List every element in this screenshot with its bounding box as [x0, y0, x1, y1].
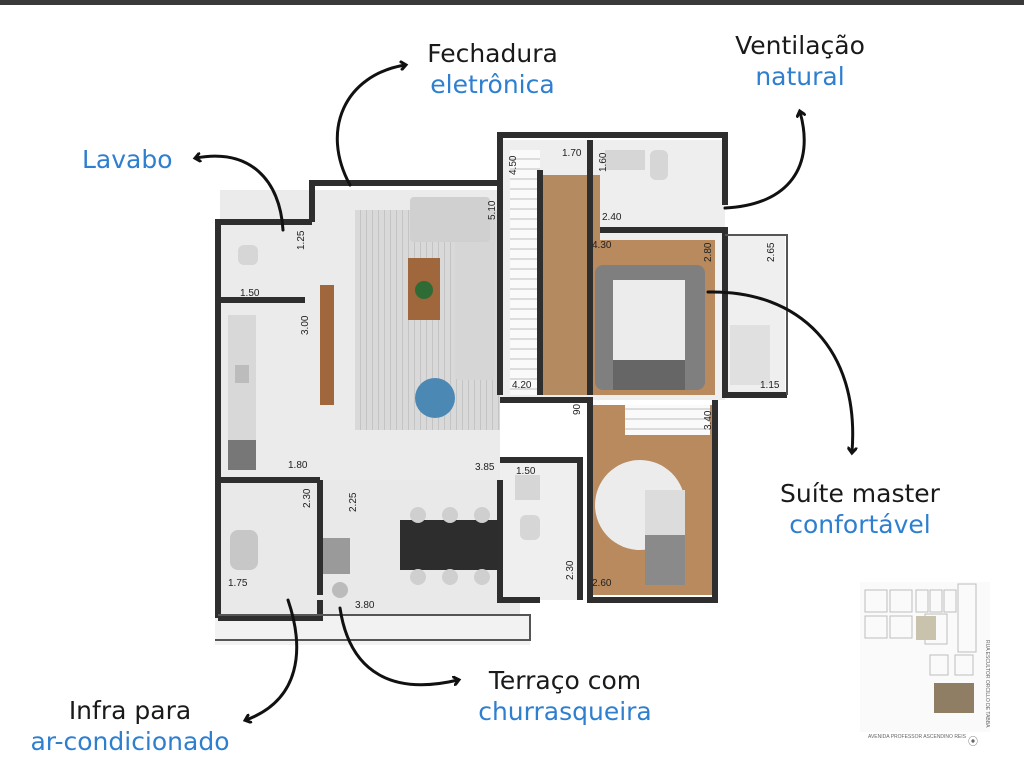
walls: [215, 132, 787, 621]
furniture: [228, 150, 770, 598]
site-street-right: RUA ESCULTOR ORCILLO DE TABBA: [984, 640, 990, 728]
callout-suite-line2: confortável: [789, 510, 931, 539]
arrow-infra: [246, 598, 299, 720]
dim-label: 4.30: [592, 240, 612, 251]
dim-label: 2.80: [703, 242, 714, 262]
dim-label: 3.85: [475, 462, 495, 473]
callout-ventilacao-line1: Ventilação: [735, 31, 865, 60]
dim-label: 1.75: [228, 578, 248, 589]
callout-terraco-line1: Terraço com: [488, 666, 642, 695]
callout-lavabo: Lavabo: [82, 144, 173, 175]
callout-ventilacao-line2: natural: [755, 62, 845, 91]
arrow-suite: [706, 290, 853, 452]
callout-infra: Infra para ar-condicionado: [15, 695, 245, 757]
dim-label: 2.60: [592, 578, 612, 589]
dim-label: 1.50: [516, 466, 536, 477]
dim-label: 4.20: [512, 380, 532, 391]
dim-label: 3.40: [703, 410, 714, 430]
arrow-terraco: [338, 606, 458, 687]
dim-label: 1.60: [598, 152, 609, 172]
callout-fechadura-line1: Fechadura: [427, 39, 558, 68]
dim-label: 3.00: [300, 315, 311, 335]
callout-infra-line1: Infra para: [68, 696, 192, 725]
site-plan: AVENIDA PROFESSOR ASCENDINO REIS RUA ESC…: [860, 582, 990, 748]
dim-label: 1.70: [562, 148, 582, 159]
thin-walls: [215, 234, 788, 641]
callout-fechadura-line2: eletrônica: [430, 70, 555, 99]
callout-ventilacao: Ventilação natural: [725, 30, 875, 92]
dim-label: 1.25: [296, 230, 307, 250]
callout-infra-line2: ar-condicionado: [30, 727, 230, 756]
dim-label: 2.40: [602, 212, 622, 223]
callout-fechadura: Fechadura eletrônica: [420, 38, 565, 100]
dim-label: 3.80: [355, 600, 375, 611]
dim-label: 2.30: [565, 560, 576, 580]
site-street-bottom: AVENIDA PROFESSOR ASCENDINO REIS: [868, 734, 967, 740]
callout-terraco: Terraço com churrasqueira: [470, 665, 660, 727]
arrow-lavabo: [196, 156, 285, 232]
dim-label: 5.10: [487, 200, 498, 220]
arrow-ventilacao: [723, 112, 804, 210]
top-border: [0, 0, 1024, 5]
dim-label: 2.65: [766, 242, 777, 262]
compass-icon: ⦿: [968, 736, 978, 748]
callout-terraco-line2: churrasqueira: [478, 697, 652, 726]
callout-suite-line1: Suíte master: [780, 479, 940, 508]
dim-label: 1.50: [240, 288, 260, 299]
dim-label: 2.30: [302, 488, 313, 508]
dim-label: 2.25: [348, 492, 359, 512]
dim-label: 90: [572, 403, 583, 415]
arrow-fechadura: [335, 65, 405, 187]
dim-label: 1.15: [760, 380, 780, 391]
dim-label: 1.80: [288, 460, 308, 471]
callout-lavabo-line1: Lavabo: [82, 145, 173, 174]
dim-label: 4.50: [508, 155, 519, 175]
callout-suite: Suíte master confortável: [770, 478, 950, 540]
